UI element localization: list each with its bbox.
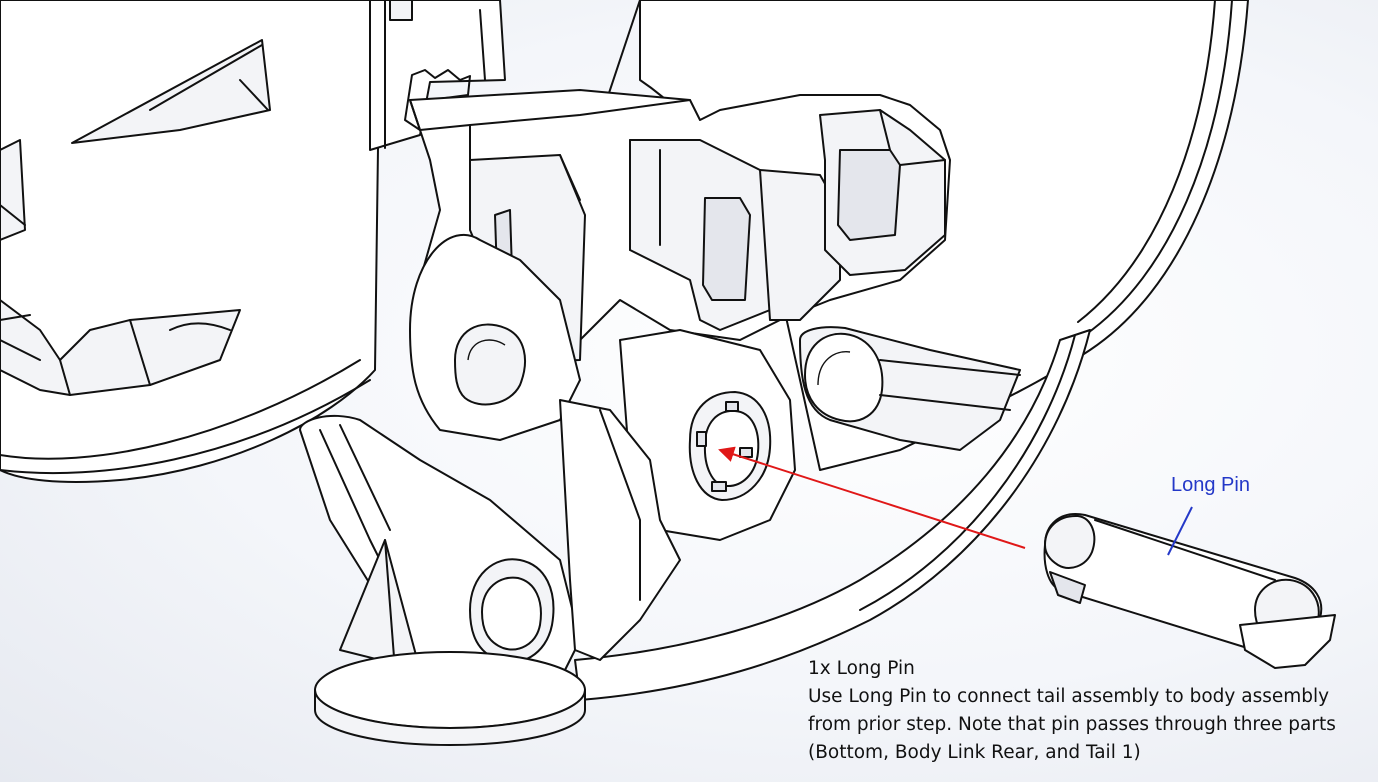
- head-shell: [0, 0, 381, 483]
- long-pin-callout-label: Long Pin: [1171, 474, 1250, 496]
- notes-line-4: (Bottom, Body Link Rear, and Tail 1): [808, 742, 1141, 763]
- tail-1-arms: [299, 399, 681, 691]
- base-disk: [314, 651, 586, 746]
- bottom-plate: [369, 0, 506, 151]
- notes-quantity: 1x Long Pin: [808, 658, 915, 679]
- callout-leader-line: [1167, 506, 1193, 556]
- notes-line-2: Use Long Pin to connect tail assembly to…: [808, 686, 1330, 707]
- insertion-arrow: [718, 446, 1026, 549]
- right-pin-bore: [799, 326, 1021, 451]
- notes-line-3: from prior step. Note that pin passes th…: [808, 714, 1336, 735]
- instruction-notes: 1x Long Pin Use Long Pin to connect tail…: [808, 655, 1373, 767]
- long-pin-part: [1043, 513, 1336, 669]
- link-arm-left: [409, 233, 581, 441]
